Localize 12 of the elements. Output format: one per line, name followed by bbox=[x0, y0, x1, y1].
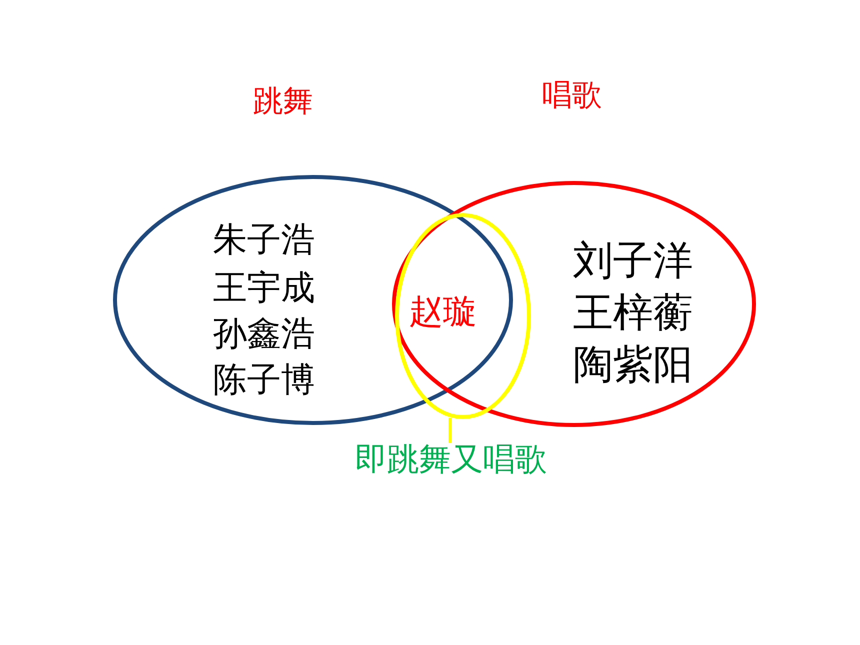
name-text: 刘子洋 bbox=[573, 241, 693, 281]
name-text: 赵璇 bbox=[409, 295, 477, 329]
overlap-label: 即跳舞又唱歌 bbox=[355, 443, 547, 475]
name-text: 孙鑫浩 bbox=[213, 317, 315, 351]
name-text: 陶紫阳 bbox=[573, 345, 693, 385]
name-text: 朱子浩 bbox=[213, 223, 315, 257]
leader-line bbox=[448, 418, 452, 443]
name-text: 王梓蘅 bbox=[573, 293, 693, 333]
name-text: 陈子博 bbox=[213, 363, 315, 397]
set-heading: 跳舞 bbox=[253, 87, 313, 117]
name-text: 王宇成 bbox=[213, 271, 315, 305]
set-heading: 唱歌 bbox=[542, 81, 602, 111]
